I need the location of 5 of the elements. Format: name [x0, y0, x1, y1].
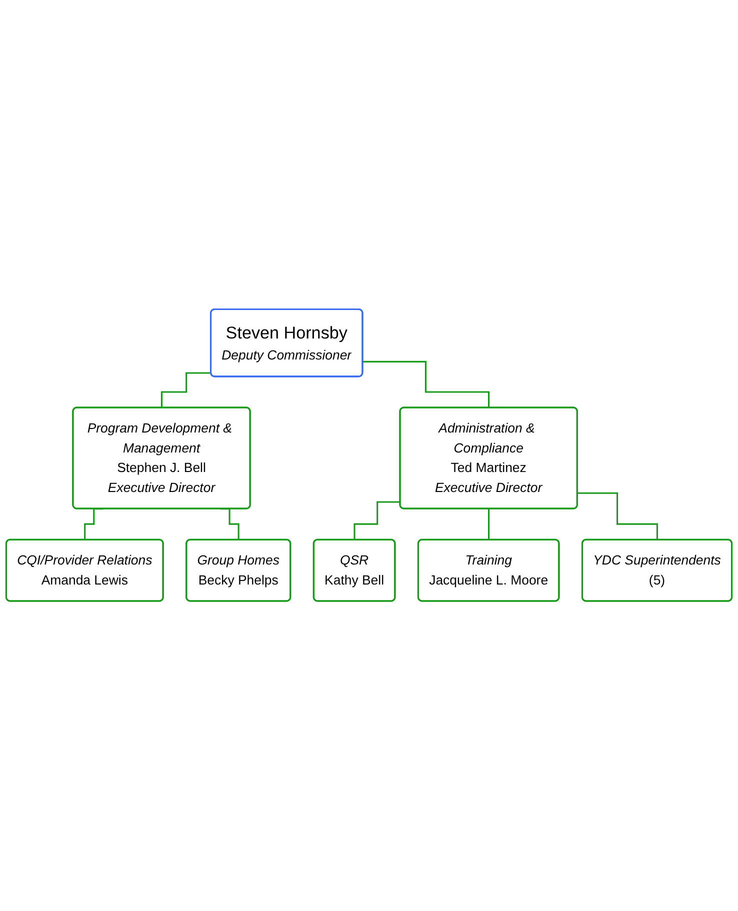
connector — [160, 372, 212, 410]
connector — [354, 502, 400, 542]
connector — [488, 508, 490, 542]
connector — [362, 361, 490, 410]
connector — [578, 492, 658, 542]
